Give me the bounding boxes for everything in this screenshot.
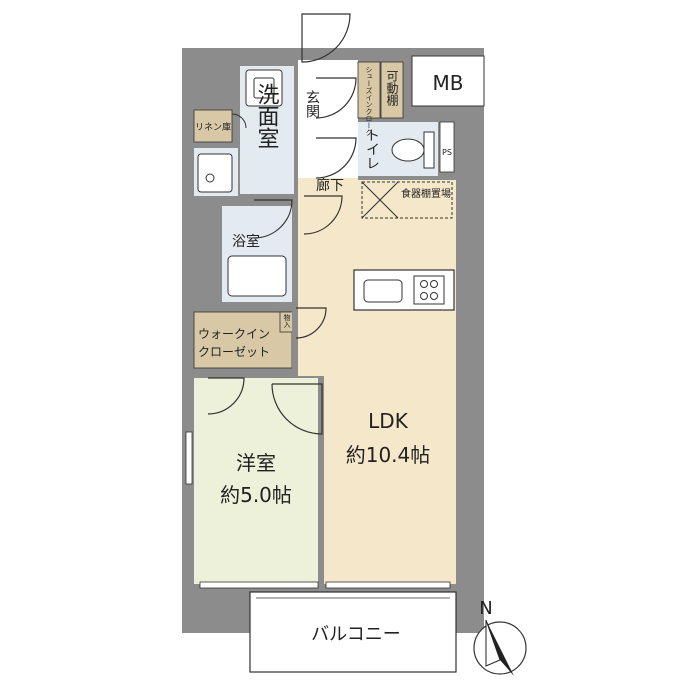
balcony-area — [249, 591, 457, 673]
bedroom-name-label: 洋室 — [236, 451, 276, 475]
bedroom-size-label: 約5.0帖 — [220, 483, 292, 507]
toilet-bowl-icon — [391, 138, 425, 162]
ldk-hall-join — [298, 180, 328, 376]
window-side — [185, 431, 193, 485]
ldk-size-label: 約10.4帖 — [346, 443, 431, 467]
north-arrow-icon — [486, 620, 514, 676]
washer-icon — [245, 69, 283, 107]
stove-burner-icon — [420, 280, 428, 288]
stove-outline — [413, 275, 445, 305]
north-arrow-icon — [485, 619, 501, 667]
bedroom-door-swing — [207, 377, 245, 415]
balcony-label: バルコニー — [311, 624, 401, 645]
entrance-label: 玄関 — [304, 89, 320, 119]
stove-burner-icon — [430, 280, 438, 288]
linen-door-swing — [231, 113, 247, 129]
toilet-tank-icon — [423, 131, 435, 169]
linen-label: リネン庫 — [195, 121, 231, 133]
storage-label: 物入 — [283, 313, 291, 328]
washroom-label: 洗面室 — [254, 83, 280, 149]
outer-wall-notch — [182, 48, 302, 50]
ldk-name-label: LDK — [368, 409, 409, 433]
shoe-closet-label: シューズインクローク — [365, 66, 373, 136]
walk-in-closet-area — [193, 311, 293, 369]
stove-burner-icon — [430, 292, 438, 300]
shoe-closet-area — [357, 61, 381, 119]
stove-burner-icon — [420, 292, 428, 300]
movable-shelf-label: 可動棚 — [385, 70, 399, 107]
ps-label: PS — [442, 148, 452, 157]
washbasin-icon — [197, 153, 233, 193]
window-sash — [199, 581, 319, 589]
partition-wall — [318, 376, 324, 584]
movable-shelf-area — [380, 61, 404, 119]
dish-shelf-label: 食器棚置場 — [401, 187, 451, 200]
mb-label: MB — [433, 71, 464, 95]
hallway-door-swing — [303, 195, 343, 235]
bedroom-area — [194, 378, 320, 584]
ldk-area — [320, 180, 456, 584]
bathtub-icon — [227, 255, 287, 297]
toilet-door-swing — [315, 137, 357, 179]
shoe-door-swing — [315, 77, 357, 119]
sink-icon — [363, 279, 403, 303]
bath-label: 浴室 — [232, 233, 260, 250]
dish-shelf-cross — [361, 181, 399, 219]
wic-label-line2: クローゼット — [198, 345, 270, 359]
washer-door-icon — [253, 77, 275, 99]
north-label: N — [479, 598, 492, 619]
storage-door-swing — [295, 307, 327, 339]
washbasin-drain-icon — [205, 173, 215, 183]
linen-closet-area — [193, 109, 233, 143]
ldk-door-swing — [271, 383, 323, 435]
entrance-door-swing — [301, 13, 351, 63]
mb-area — [411, 55, 485, 107]
ps-area — [439, 121, 455, 173]
toilet-label: トイレ — [364, 128, 380, 170]
partition-wall — [292, 196, 298, 372]
window-sash — [325, 581, 451, 589]
bath-door-swing — [253, 199, 293, 239]
wic-label-line1: ウォークイン — [198, 327, 270, 341]
entrance-floor — [298, 60, 358, 178]
dish-shelf-area — [361, 181, 453, 219]
hallway-label: 廊下 — [316, 177, 344, 194]
